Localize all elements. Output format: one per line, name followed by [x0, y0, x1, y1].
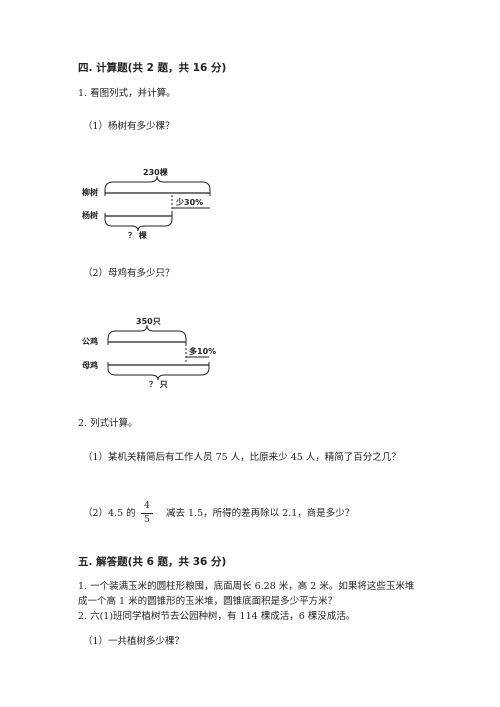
diagram-2-bottom-label: ？ 只 [149, 380, 168, 389]
diagram-2-row1-label: 公鸡 [82, 337, 98, 346]
problem-1-line2: 成一个高 1 米的圆锥形的玉米堆，圆锥底面积是多少平方米？ [78, 596, 338, 607]
section5-title: 五. 解答题(共 6 题，共 36 分) [78, 556, 227, 568]
fraction-denominator: 5 [144, 515, 150, 525]
diagram-1-bottom-label: ？ 棵 [128, 231, 147, 240]
fraction-bar [141, 513, 153, 514]
diagram-2-top-brace [107, 324, 187, 340]
diagram-1-top-brace [104, 175, 211, 191]
question-2-2-suffix: 减去 1.5，所得的差再除以 2.1，商是多少？ [166, 508, 355, 519]
diagram-1-diff-label: 少30% [176, 198, 204, 207]
fraction-numerator: 4 [144, 501, 150, 511]
diagram-1-row1-label: 柳树 [82, 188, 98, 197]
question-1: 1. 看图列式，并计算。 [78, 88, 176, 99]
question-2-2-fraction: 4 5 [141, 501, 153, 526]
problem-2: 2. 六(1)班同学植树节去公园种树，有 114 棵成活，6 棵没成活。 [78, 611, 356, 622]
diagram-1-top-label: 230棵 [143, 168, 168, 177]
diagram-2-diff-label: 多10% [189, 347, 217, 356]
problem-1-line1: 1. 一个装满玉米的圆柱形粮囤，底面周长 6.28 米，高 2 米。如果将这些玉… [78, 581, 415, 592]
diagram-2-bottom-brace [107, 367, 210, 381]
question-2-2-prefix: （2）4.5 的 [83, 508, 136, 519]
question-2: 2. 列式计算。 [78, 418, 138, 429]
question-2-1: （1）某机关精简后有工作人员 75 人，比原来少 45 人，精简了百分之几？ [83, 452, 401, 463]
question-1-1: （1）杨树有多少棵？ [83, 121, 175, 132]
diagram-2-top-label: 350只 [136, 317, 161, 326]
question-1-2: （2）母鸡有多少只？ [83, 268, 175, 279]
section4-title: 四. 计算题(共 2 题，共 16 分) [78, 62, 227, 74]
diagram-1-bottom-brace [104, 218, 173, 232]
diagram-1-row2-label: 杨树 [82, 211, 98, 220]
diagram-2-row2-label: 母鸡 [82, 361, 98, 370]
problem-2-1: （1）一共植树多少棵？ [83, 636, 185, 647]
